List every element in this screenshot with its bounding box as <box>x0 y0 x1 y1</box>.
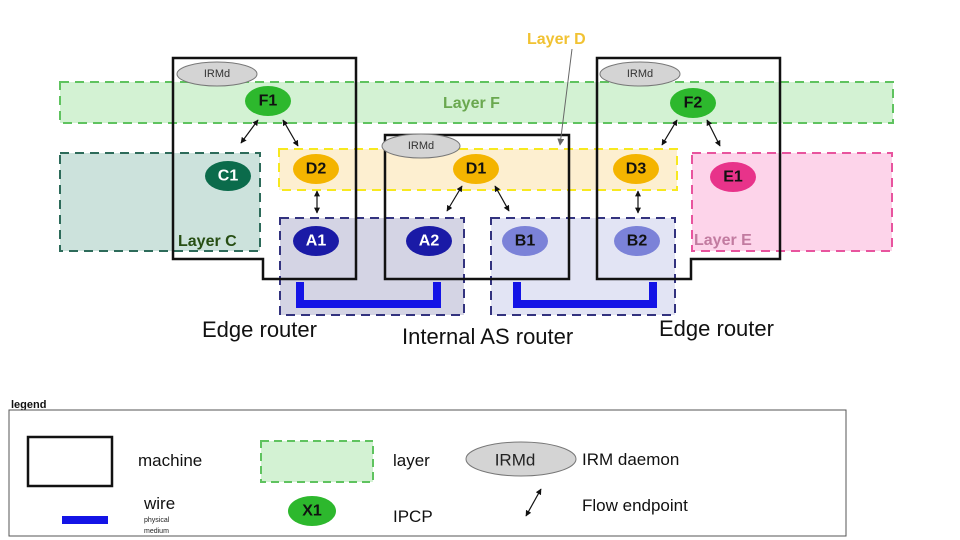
caption-edge-router-right: Edge router <box>659 316 774 341</box>
svg-text:IRMd: IRMd <box>408 140 434 152</box>
svg-text:E1: E1 <box>723 169 743 186</box>
svg-text:D3: D3 <box>626 161 647 178</box>
legend-flow-endpoint-label: Flow endpoint <box>582 496 688 515</box>
layer-d-pointer <box>557 48 573 146</box>
svg-text:F1: F1 <box>259 93 278 110</box>
layer-f <box>59 81 894 124</box>
svg-text:F2: F2 <box>684 95 703 112</box>
svg-text:IRMd: IRMd <box>495 451 536 470</box>
ipcp-d1[interactable]: D1 <box>453 154 499 184</box>
legend-wire-symbol <box>62 516 108 524</box>
ipcp-b2[interactable]: B2 <box>614 226 660 256</box>
legend-wire-sub2: medium <box>144 528 169 535</box>
machine-edge-router-left <box>171 56 358 281</box>
legend-title: legend <box>11 399 46 411</box>
machine-internal-as-router <box>383 133 571 281</box>
legend-ipcp-label: IPCP <box>393 507 433 526</box>
legend-layer-label: layer <box>393 451 430 470</box>
ipcp-e1[interactable]: E1 <box>710 162 756 192</box>
caption-internal-as-router: Internal AS router <box>402 324 573 349</box>
legend-ipcp-symbol: X1 <box>288 496 336 526</box>
flow-d1-a2 <box>446 185 463 212</box>
layer-c-label: Layer C <box>178 233 237 250</box>
flow-f2-e1 <box>706 119 721 147</box>
ipcp-f1[interactable]: F1 <box>245 86 291 116</box>
irmd-internal: IRMd <box>381 133 461 159</box>
flow-f2-d3 <box>661 119 678 146</box>
svg-text:A2: A2 <box>419 233 440 250</box>
wire-b <box>513 282 657 308</box>
legend-machine-symbol <box>26 435 114 488</box>
legend-layer-symbol <box>260 440 374 483</box>
flow-f1-d2 <box>282 119 299 147</box>
svg-text:IRMd: IRMd <box>204 68 230 80</box>
legend-machine-label: machine <box>138 451 202 470</box>
svg-text:D1: D1 <box>466 161 487 178</box>
svg-text:IRMd: IRMd <box>627 68 653 80</box>
irmd-right: IRMd <box>599 61 681 87</box>
svg-text:B1: B1 <box>515 233 536 250</box>
wire-a <box>296 282 441 308</box>
ipcp-f2[interactable]: F2 <box>670 88 716 118</box>
layer-e-label: Layer E <box>694 232 752 249</box>
legend-irmd-symbol: IRMd <box>465 441 577 477</box>
layer-d-label: Layer D <box>527 31 586 48</box>
svg-text:D2: D2 <box>306 161 327 178</box>
legend-wire-label: wire <box>143 494 175 513</box>
machine-edge-router-right <box>595 56 782 281</box>
ipcp-a2[interactable]: A2 <box>406 226 452 256</box>
legend-wire-sub1: physical <box>144 517 170 524</box>
svg-text:C1: C1 <box>218 168 239 185</box>
ipcp-d3[interactable]: D3 <box>613 154 659 184</box>
ipcp-a1[interactable]: A1 <box>293 226 339 256</box>
legend-box <box>8 409 847 537</box>
ipcp-c1[interactable]: C1 <box>205 161 251 191</box>
caption-edge-router-left: Edge router <box>202 317 317 342</box>
legend-flow-endpoint-symbol <box>525 488 542 517</box>
ipcp-b1[interactable]: B1 <box>502 226 548 256</box>
svg-text:A1: A1 <box>306 233 327 250</box>
flow-d1-b1 <box>494 185 510 212</box>
ipcp-d2[interactable]: D2 <box>293 154 339 184</box>
flow-f1-c1 <box>240 119 259 144</box>
legend-irm-daemon-label: IRM daemon <box>582 450 679 469</box>
svg-text:X1: X1 <box>302 503 322 520</box>
irmd-left: IRMd <box>176 61 258 87</box>
layer-f-label: Layer F <box>443 95 500 112</box>
flow-arrows <box>240 119 721 214</box>
svg-text:B2: B2 <box>627 233 648 250</box>
